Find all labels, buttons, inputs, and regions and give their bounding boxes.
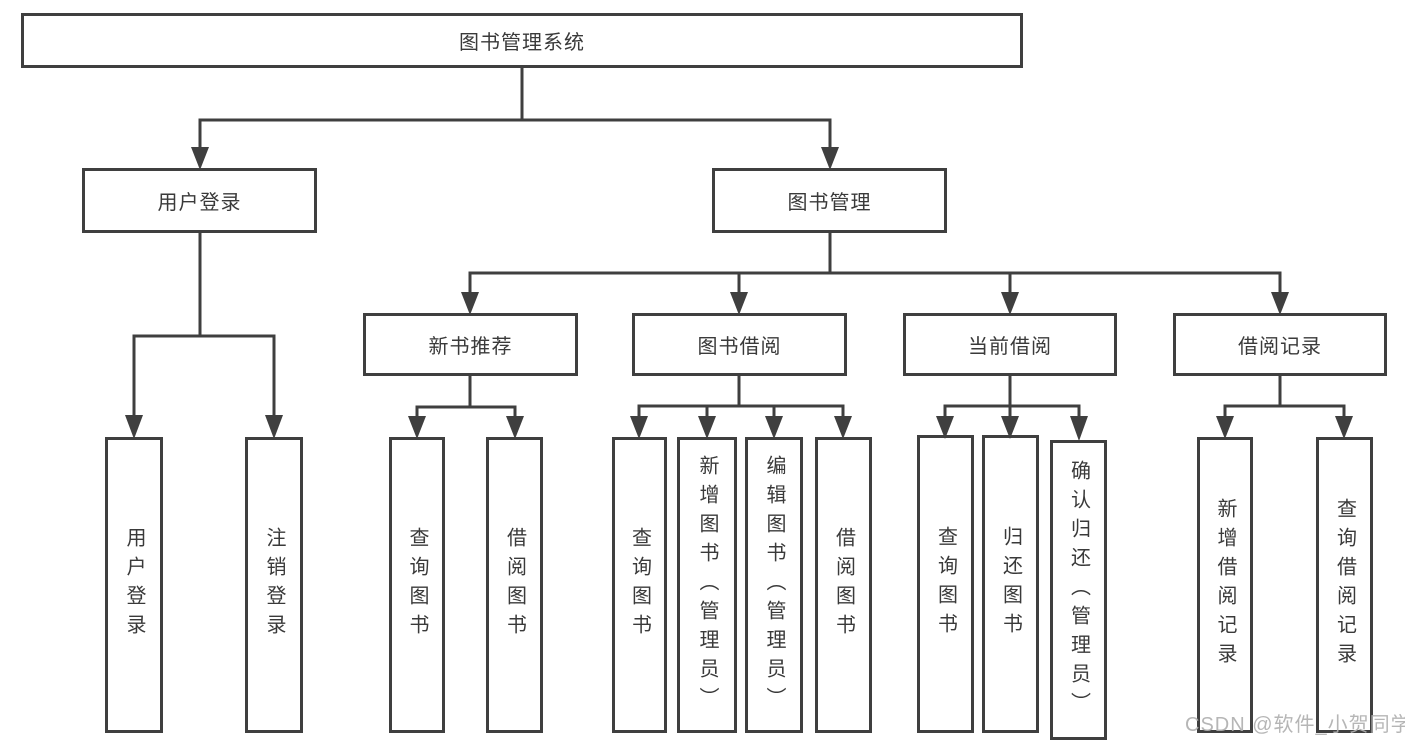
csdn-watermark: CSDN @软件_小贺同学	[1185, 714, 1405, 736]
connector-book-mgmt-children	[461, 231, 1289, 315]
node-root: 图书管理系统	[21, 13, 1023, 68]
connector-new-book-children	[408, 374, 524, 439]
node-book-mgmt: 图书管理	[712, 168, 947, 233]
node-borrow-records: 借阅记录	[1173, 313, 1387, 376]
leaf-add-books-admin: 新增图书（管理员）	[677, 437, 737, 733]
node-current-borrow: 当前借阅	[903, 313, 1117, 376]
leaf-add-borrow-record: 新增借阅记录	[1197, 437, 1253, 733]
node-new-book-recommend: 新书推荐	[363, 313, 578, 376]
leaf-newbook-borrow-books: 借阅图书	[486, 437, 543, 733]
leaf-confirm-return-admin: 确认归还（管理员）	[1050, 440, 1107, 740]
connector-user-login-children	[125, 231, 283, 439]
leaf-current-query-books: 查询图书	[917, 435, 974, 733]
leaf-newbook-query-books: 查询图书	[389, 437, 445, 733]
leaf-borrow-books: 借阅图书	[815, 437, 872, 733]
node-user-login: 用户登录	[82, 168, 317, 233]
leaf-user-login: 用户登录	[105, 437, 163, 733]
connector-root-to-level2	[191, 66, 839, 170]
connector-book-borrow-children	[630, 374, 852, 439]
node-book-borrow: 图书借阅	[632, 313, 847, 376]
leaf-logout-login: 注销登录	[245, 437, 303, 733]
connector-borrow-records-children	[1216, 374, 1353, 439]
leaf-edit-books-admin: 编辑图书（管理员）	[745, 437, 803, 733]
connector-current-borrow-children	[936, 374, 1088, 441]
leaf-return-books: 归还图书	[982, 435, 1039, 733]
leaf-query-borrow-record: 查询借阅记录	[1316, 437, 1373, 733]
leaf-borrow-query-books: 查询图书	[612, 437, 667, 733]
